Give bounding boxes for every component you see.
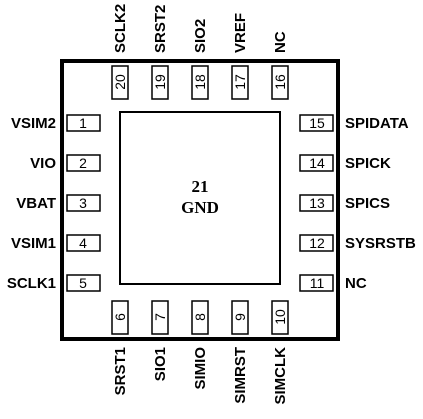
pin-number: 8 <box>192 313 208 321</box>
pin-label: SIO2 <box>192 19 209 53</box>
pin-number: 17 <box>232 74 248 90</box>
pin-number: 5 <box>79 275 87 291</box>
pin-pad-right <box>299 114 334 132</box>
pin-label: VSIM2 <box>11 115 56 132</box>
pin-pad-left <box>66 274 101 292</box>
pin-label: NC <box>272 31 289 53</box>
pin-label: SCLK2 <box>112 4 129 53</box>
pin-pad-right <box>299 234 334 252</box>
pin-number: 20 <box>112 74 128 90</box>
pin-number: 10 <box>272 309 288 325</box>
center-pin-label: GND <box>181 198 219 217</box>
pin-pad-top <box>151 65 169 100</box>
pin-number: 13 <box>309 195 325 211</box>
pin-label: SIMCLK <box>272 347 289 405</box>
pin-pad-bottom <box>151 300 169 335</box>
pin-number: 12 <box>309 235 325 251</box>
pin-label: NC <box>345 275 367 292</box>
pin-pad-right <box>299 274 334 292</box>
pin-pad-top <box>271 65 289 100</box>
pin-pad-bottom <box>111 300 129 335</box>
pin-number: 2 <box>79 155 87 171</box>
pin-number: 14 <box>309 155 325 171</box>
pin-pad-right <box>299 194 334 212</box>
pin-pad-left <box>66 234 101 252</box>
pin-number: 15 <box>309 115 325 131</box>
pin-pad-top <box>191 65 209 100</box>
pin-number: 6 <box>112 313 128 321</box>
pin-label: SPICK <box>345 155 391 172</box>
pin-pad-left <box>66 154 101 172</box>
pin-label: VSIM1 <box>11 235 56 252</box>
pin-pad-top <box>111 65 129 100</box>
pin-label: SYSRSTB <box>345 235 416 252</box>
pin-number: 1 <box>79 115 87 131</box>
pin-label: VIO <box>30 155 56 172</box>
pin-label: SIMIO <box>192 347 209 390</box>
pin-label: SIMRST <box>232 347 249 404</box>
pin-number: 11 <box>310 275 325 291</box>
pin-pad-right <box>299 154 334 172</box>
pin-number: 9 <box>232 313 248 321</box>
pin-number: 3 <box>79 195 87 211</box>
pin-label: SRST1 <box>112 347 129 395</box>
pin-label: VREF <box>232 13 249 53</box>
pin-number: 19 <box>152 74 168 90</box>
pin-number: 7 <box>152 313 168 321</box>
pin-label: SIO1 <box>152 347 169 381</box>
pins-layer: 1 VSIM2 2 VIO 3 VBAT 4 VSIM1 5 SCLK1 11 NC 12 SYSRSTB… <box>7 4 416 405</box>
pin-label: VBAT <box>16 195 56 212</box>
pin-pad-left <box>66 194 101 212</box>
pin-label: SRST2 <box>152 5 169 53</box>
pin-pad-bottom <box>231 300 249 335</box>
pin-pad-left <box>66 114 101 132</box>
pin-label: SCLK1 <box>7 275 56 292</box>
pin-pad-top <box>231 65 249 100</box>
pin-pad-bottom <box>191 300 209 335</box>
center-pin-number: 21 <box>192 177 209 196</box>
pin-pad-bottom <box>271 300 289 335</box>
pin-label: SPICS <box>345 195 390 212</box>
pin-number: 18 <box>192 74 208 90</box>
package-outline <box>60 59 340 341</box>
pin-number: 16 <box>272 74 288 90</box>
pin-label: SPIDATA <box>345 115 409 132</box>
pin-number: 4 <box>79 235 87 251</box>
exposed-pad <box>119 111 281 285</box>
